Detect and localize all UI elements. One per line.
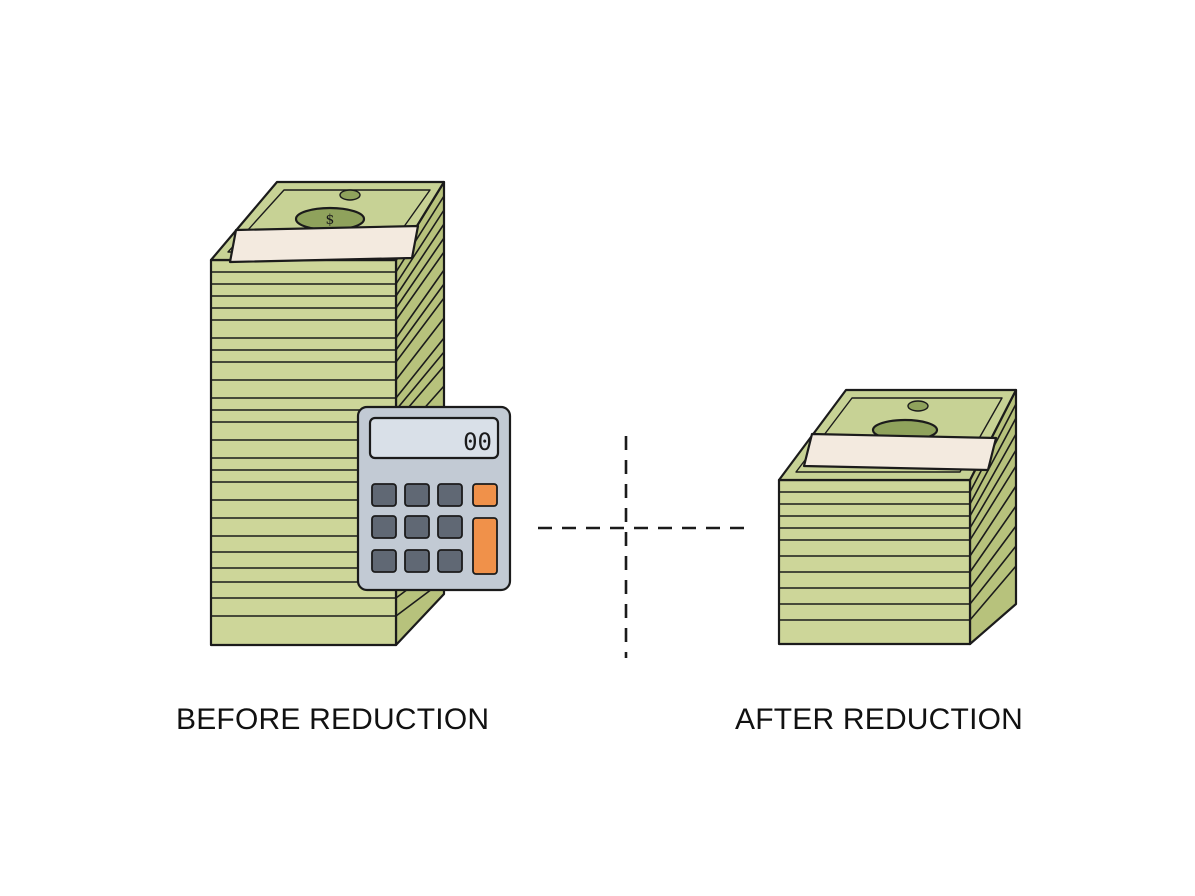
svg-text:$: $ (326, 212, 335, 228)
dashed-divider (538, 436, 745, 658)
dollar-bill-icon: $ (227, 189, 431, 264)
after-reduction-label: AFTER REDUCTION (735, 703, 1023, 736)
before-reduction-label: BEFORE REDUCTION (176, 703, 490, 736)
after-money-stack-icon (777, 388, 1018, 646)
calculator-display: 00 (463, 428, 492, 456)
dollar-bill-icon (795, 397, 1003, 473)
calculator-icon (356, 405, 512, 592)
